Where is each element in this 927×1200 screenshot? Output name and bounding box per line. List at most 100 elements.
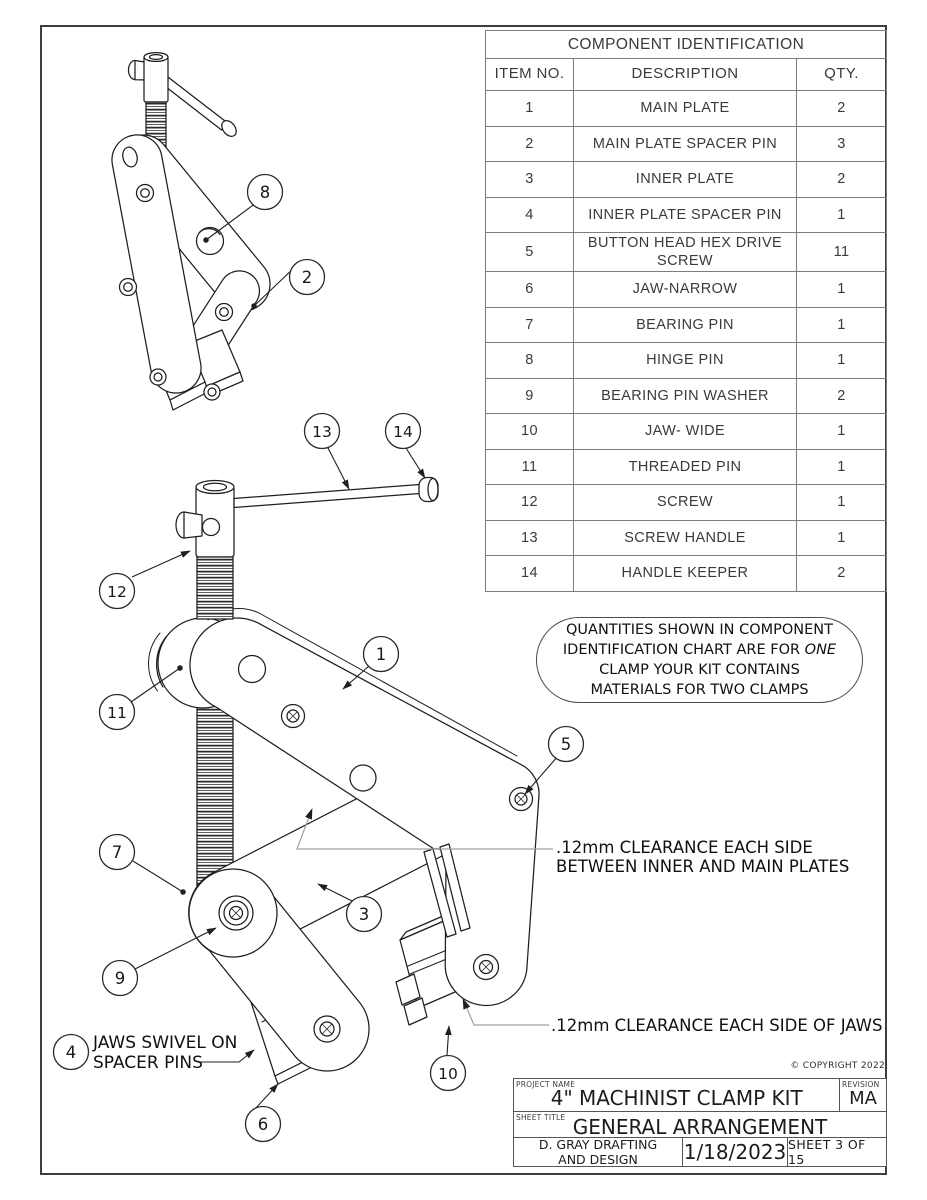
balloon-13: 13: [303, 412, 341, 450]
threaded-rod-upper: [196, 556, 234, 620]
item-no-cell: 12: [485, 484, 574, 521]
sheet-title-cell: SHEET TITLE GENERAL ARRANGEMENT: [513, 1110, 887, 1139]
balloon-6: 6: [244, 1105, 282, 1143]
quantities-note-line3: CLAMP YOUR KIT CONTAINS: [599, 662, 800, 678]
screw-body-small: [143, 55, 169, 103]
svg-text:11: 11: [107, 704, 127, 722]
inner-plate-strip: [423, 848, 457, 938]
plate-left-small: [111, 134, 202, 394]
qty-cell: 1: [795, 413, 888, 450]
bearing-pin-washer: [218, 895, 254, 931]
date-cell: 1/18/2023: [681, 1137, 789, 1167]
svg-text:6: 6: [258, 1115, 269, 1134]
balloon-leaders: [130, 202, 559, 1111]
item-no-cell: 1: [485, 90, 574, 127]
svg-text:4: 4: [66, 1043, 77, 1062]
svg-text:3: 3: [359, 905, 370, 924]
revision-cell: REVISION MA: [839, 1078, 887, 1112]
qty-cell: 1: [795, 448, 888, 486]
copyright-text: © COPYRIGHT 2022: [790, 1061, 885, 1071]
project-name-cell: PROJECT NAME 4" MACHINIST CLAMP KIT: [513, 1078, 841, 1112]
company-name: D. GRAY DRAFTING AND DESIGN: [538, 1137, 658, 1167]
qty-cell: 1: [795, 271, 888, 308]
project-name-label: PROJECT NAME: [516, 1080, 576, 1089]
description-cell: INNER PLATE SPACER PIN: [573, 196, 797, 233]
description-cell: THREADED PIN: [573, 448, 797, 486]
table-title: COMPONENT IDENTIFICATION: [484, 30, 888, 59]
clearance-jaws-note: .12mm CLEARANCE EACH SIDE OF JAWS: [551, 1016, 883, 1035]
item-no-cell: 3: [485, 161, 574, 198]
clearance-plates-note: .12mm CLEARANCE EACH SIDE BETWEEN INNER …: [556, 838, 850, 877]
description-cell: JAW-NARROW: [573, 271, 797, 308]
description-cell: HANDLE KEEPER: [573, 555, 797, 592]
col-header-description: DESCRIPTION: [573, 58, 797, 91]
balloon-8: 8: [246, 173, 284, 211]
qty-cell: 1: [795, 196, 888, 233]
qty-cell: 2: [795, 377, 888, 415]
qty-cell: 1: [795, 519, 888, 557]
revision-label: REVISION: [842, 1080, 880, 1089]
sheet-title-label: SHEET TITLE: [516, 1112, 566, 1122]
svg-text:9: 9: [115, 969, 126, 988]
button-head-screws: [280, 703, 534, 1043]
description-cell: SCREW HANDLE: [573, 519, 797, 557]
hole-small: [122, 146, 138, 168]
balloon-5: 5: [547, 725, 585, 763]
svg-text:14: 14: [393, 423, 413, 441]
balloon-callouts: 8 2 13 14 12 11 1 5 7 9 3 4 6 10: [52, 173, 585, 1143]
project-name: 4" MACHINIST CLAMP KIT: [550, 1086, 803, 1110]
qty-cell: 11: [795, 231, 888, 273]
svg-text:1: 1: [376, 645, 387, 664]
sheet-number-cell: SHEET 3 OF 15: [787, 1137, 887, 1167]
qty-cell: 2: [795, 555, 888, 592]
item-no-cell: 11: [485, 448, 574, 486]
balloon-1: 1: [362, 635, 400, 673]
company-cell: D. GRAY DRAFTING AND DESIGN: [513, 1137, 683, 1167]
balloon-12: 12: [98, 572, 136, 610]
screw-handle-bar: [233, 483, 421, 509]
balloon-14: 14: [384, 412, 422, 450]
qty-cell: 1: [795, 342, 888, 379]
date-value: 1/18/2023: [683, 1140, 787, 1164]
item-no-cell: 6: [485, 271, 574, 308]
svg-text:13: 13: [312, 423, 332, 441]
item-no-cell: 8: [485, 342, 574, 379]
description-cell: JAW- WIDE: [573, 413, 797, 450]
item-no-cell: 5: [485, 231, 574, 273]
item-no-cell: 4: [485, 196, 574, 233]
description-cell: MAIN PLATE SPACER PIN: [573, 125, 797, 162]
description-cell: BEARING PIN: [573, 306, 797, 344]
col-header-qty: QTY.: [795, 58, 888, 91]
item-no-cell: 9: [485, 377, 574, 415]
description-cell: MAIN PLATE: [573, 90, 797, 127]
sheet-border: [40, 25, 887, 1175]
svg-text:10: 10: [438, 1065, 458, 1083]
title-block: PROJECT NAME 4" MACHINIST CLAMP KIT REVI…: [513, 1078, 887, 1170]
qty-cell: 3: [795, 125, 888, 162]
balloon-4: 4: [52, 1033, 90, 1071]
description-cell: HINGE PIN: [573, 342, 797, 379]
sheet-number: SHEET 3 OF 15: [788, 1137, 866, 1167]
description-cell: BUTTON HEAD HEX DRIVE SCREW: [573, 231, 797, 273]
item-no-cell: 10: [485, 413, 574, 450]
main-plate-holes: [237, 654, 377, 792]
svg-text:5: 5: [561, 735, 572, 754]
screw-handle-small: [158, 73, 228, 131]
item-no-cell: 2: [485, 125, 574, 162]
balloon-3: 3: [345, 895, 383, 933]
note-leaders: [296, 808, 553, 1026]
